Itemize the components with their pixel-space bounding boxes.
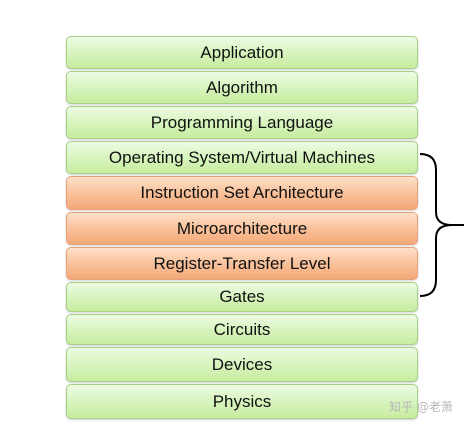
layer-circuits: Circuits — [66, 314, 418, 345]
layer-label: Devices — [211, 354, 273, 374]
brace-path — [419, 153, 453, 297]
curly-brace-icon — [419, 153, 464, 297]
layer-label: Programming Language — [150, 112, 334, 132]
watermark: 知乎 @老萧 — [389, 400, 453, 414]
layer-label: Application — [200, 42, 284, 62]
layer-devices: Devices — [66, 347, 418, 382]
layer-physics: Physics — [66, 384, 418, 419]
layer-operating-system: Operating System/Virtual Machines — [66, 141, 418, 174]
layer-label: Register-Transfer Level — [153, 253, 331, 273]
layer-label: Circuits — [213, 319, 271, 339]
layer-register-transfer-level: Register-Transfer Level — [66, 247, 418, 280]
layer-label: Operating System/Virtual Machines — [108, 147, 376, 167]
layer-label: Gates — [219, 287, 265, 306]
layer-microarchitecture: Microarchitecture — [66, 212, 418, 245]
layer-programming-language: Programming Language — [66, 106, 418, 139]
layer-label: Physics — [212, 391, 272, 411]
layer-application: Application — [66, 36, 418, 69]
layer-label: Microarchitecture — [176, 218, 308, 238]
layer-label: Instruction Set Architecture — [140, 183, 344, 202]
layer-gates: Gates — [66, 282, 418, 312]
layer-instruction-set-architecture: Instruction Set Architecture — [66, 176, 418, 210]
layer-algorithm: Algorithm — [66, 71, 418, 104]
layer-label: Algorithm — [206, 77, 278, 97]
